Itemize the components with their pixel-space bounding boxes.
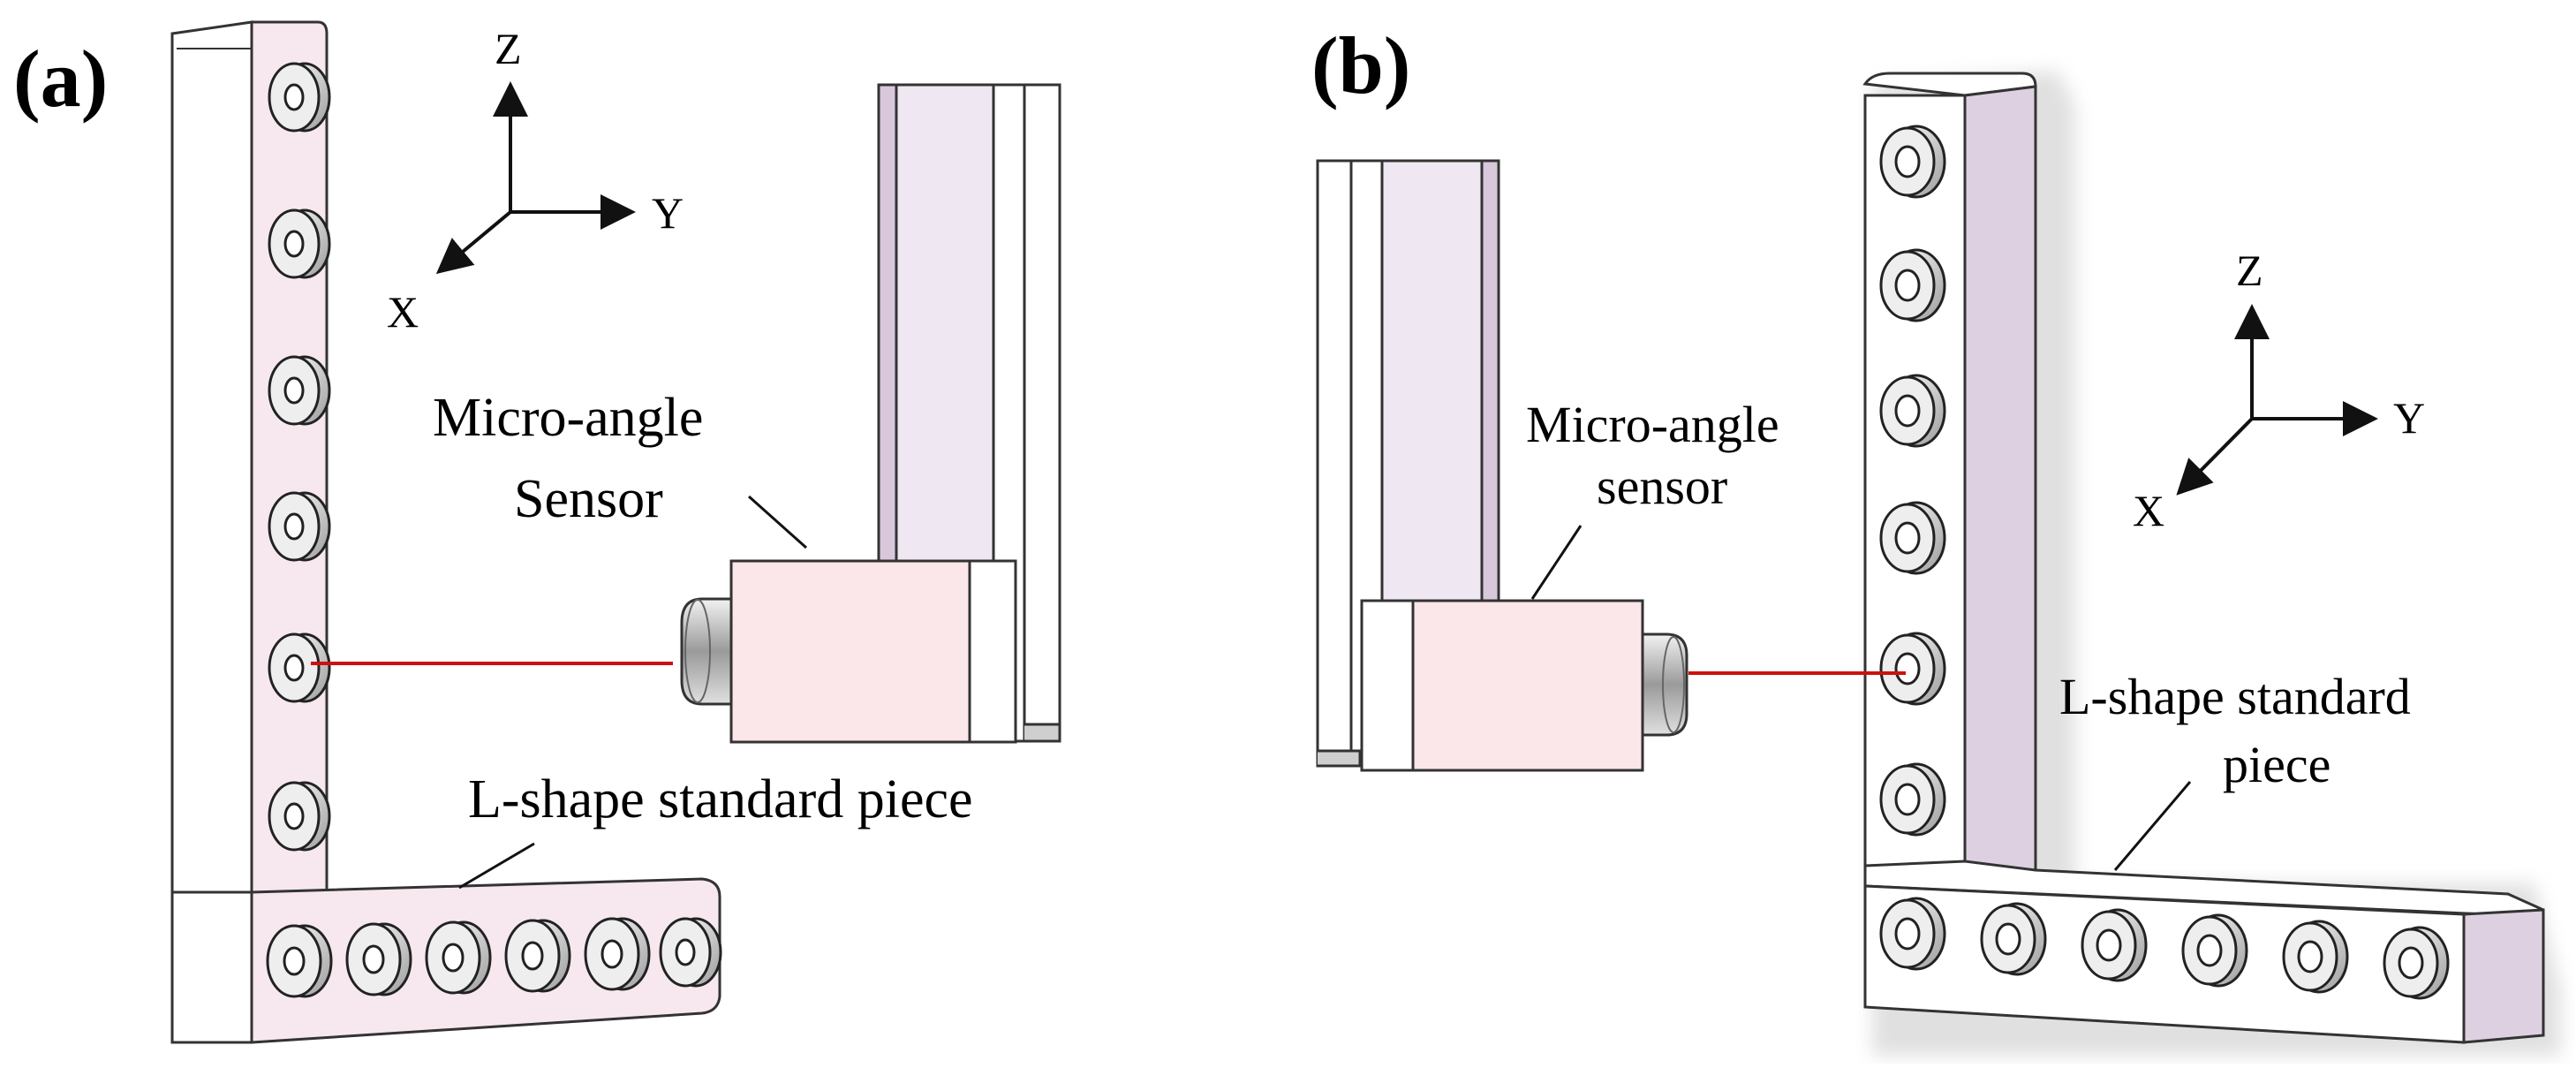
piece-label-a: L-shape standard piece xyxy=(468,769,973,829)
sensor-label-a-line1: Micro-angle xyxy=(433,388,703,448)
piece-leader-line-a xyxy=(458,842,535,890)
axis-y-label-b: Y xyxy=(2393,393,2425,443)
axis-z-label-b: Z xyxy=(2236,246,2263,295)
axis-x-label-b: X xyxy=(2133,486,2164,535)
panel-b: (b) xyxy=(1311,20,2561,1056)
piece-label-b-line2: piece xyxy=(2223,736,2330,793)
hole-bosses-horizontal-b xyxy=(1879,897,2450,1000)
hole-bosses-vertical-a xyxy=(268,62,331,852)
panel-a-label: (a) xyxy=(13,34,108,124)
axes-a xyxy=(435,81,636,275)
l-shape-piece-a xyxy=(170,20,722,1044)
micro-angle-sensor-a xyxy=(680,559,1017,744)
hole-bosses-vertical-b xyxy=(1879,125,1946,837)
sensor-label-b-line1: Micro-angle xyxy=(1526,396,1779,453)
sensor-label-a-line2: Sensor xyxy=(514,469,663,529)
panel-a: (a) xyxy=(13,20,1061,1044)
axes-b xyxy=(2176,304,2378,496)
sensor-leader-line-b xyxy=(1530,525,1583,600)
hole-bosses-horizontal-a xyxy=(266,917,722,998)
axis-y-label-a: Y xyxy=(652,188,684,238)
micro-angle-sensor-b xyxy=(1360,599,1688,772)
l-shape-piece-b xyxy=(1862,72,2545,1044)
piece-label-b-line1: L-shape standard xyxy=(2059,668,2411,725)
sensor-label-b-line2: sensor xyxy=(1597,458,1727,515)
axis-z-label-a: Z xyxy=(495,24,522,73)
axis-x-label-a: X xyxy=(387,287,419,337)
piece-leader-line-b xyxy=(2113,781,2192,871)
sensor-leader-line-a xyxy=(748,495,807,549)
shadow-b xyxy=(1872,71,2561,1056)
panel-b-label: (b) xyxy=(1311,20,1410,110)
